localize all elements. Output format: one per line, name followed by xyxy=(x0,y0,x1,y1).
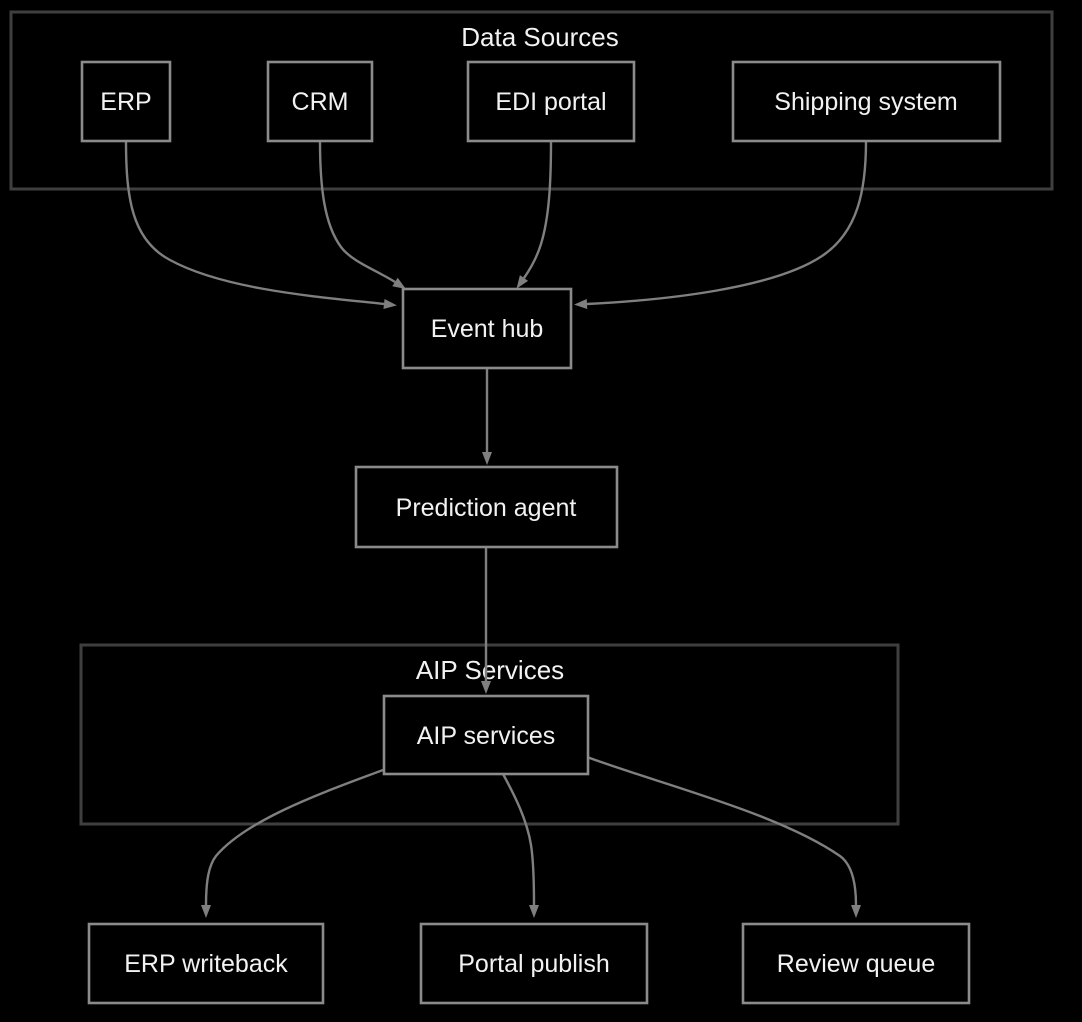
node-crm-box xyxy=(266,60,374,143)
node-erp-writeback-box xyxy=(87,922,325,1005)
cluster-data-sources-border xyxy=(9,10,1054,191)
node-prediction-agent-box xyxy=(354,465,619,549)
node-edi-portal-label: EDI portal xyxy=(495,88,606,116)
node-erp-writeback: ERP writeback xyxy=(87,922,325,1005)
edge-crm-to-event-hub xyxy=(318,140,406,290)
node-erp-box xyxy=(80,60,172,143)
node-shipping-system: Shipping system xyxy=(731,60,1002,143)
node-edi-portal-box xyxy=(466,60,636,143)
edge-erp-to-event-hub xyxy=(124,140,397,309)
node-erp-writeback-label: ERP writeback xyxy=(124,950,288,978)
node-portal-publish: Portal publish xyxy=(419,922,649,1005)
node-crm-label: CRM xyxy=(292,88,349,116)
node-shipping-system-box xyxy=(731,60,1002,143)
node-review-queue: Review queue xyxy=(741,922,971,1005)
node-event-hub: Event hub xyxy=(401,287,573,370)
node-erp-label: ERP xyxy=(100,88,151,116)
edge-aip-services-to-erp-writeback xyxy=(201,768,384,918)
node-portal-publish-label: Portal publish xyxy=(458,950,609,978)
node-event-hub-label: Event hub xyxy=(431,315,544,343)
node-aip-services: AIP services xyxy=(382,694,590,776)
node-review-queue-box xyxy=(741,922,971,1005)
cluster-data-sources: Data Sources xyxy=(9,10,1054,191)
edge-aip-services-to-portal-publish xyxy=(501,773,539,918)
node-shipping-system-label: Shipping system xyxy=(774,88,957,116)
node-aip-services-box xyxy=(382,694,590,776)
node-edi-portal: EDI portal xyxy=(466,60,636,143)
node-erp: ERP xyxy=(80,60,172,143)
node-crm: CRM xyxy=(266,60,374,143)
node-event-hub-box xyxy=(401,287,573,370)
edge-aip-services-to-review-queue xyxy=(586,755,861,918)
node-prediction-agent: Prediction agent xyxy=(354,465,619,549)
cluster-aip-services-label: AIP Services xyxy=(416,655,564,685)
edge-shipping-system-to-event-hub xyxy=(574,140,868,309)
node-aip-services-label: AIP services xyxy=(417,722,555,750)
cluster-data-sources-label: Data Sources xyxy=(461,22,619,52)
node-prediction-agent-label: Prediction agent xyxy=(396,494,577,522)
edge-edi-portal-to-event-hub xyxy=(516,140,553,289)
node-review-queue-label: Review queue xyxy=(777,950,935,978)
cluster-aip-services: AIP Services xyxy=(79,643,900,826)
node-portal-publish-box xyxy=(419,922,649,1005)
cluster-aip-services-border xyxy=(79,643,900,826)
